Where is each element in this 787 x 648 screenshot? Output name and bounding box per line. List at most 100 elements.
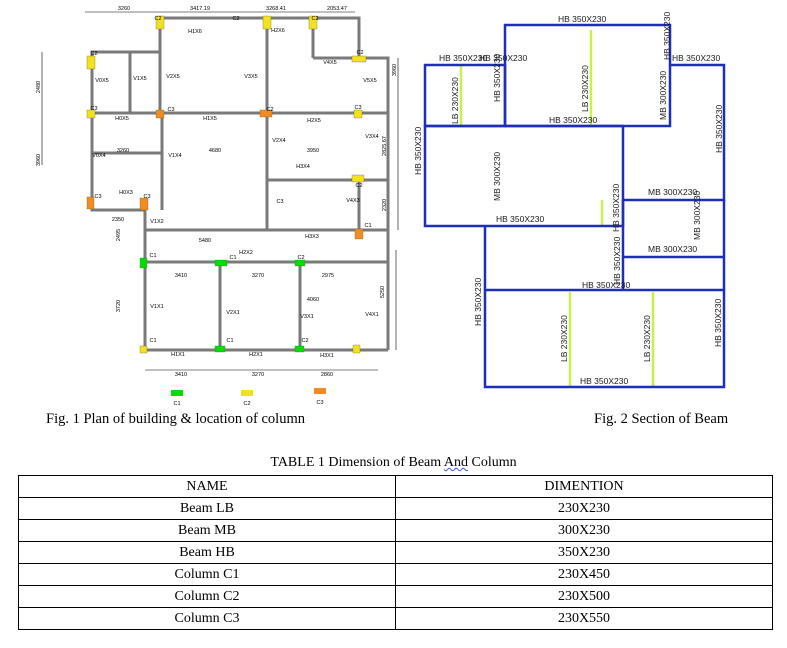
cell-dimention: 230X500 [395,585,773,608]
dim-mid: 3410 [175,273,187,279]
legend-swatch-c3 [314,388,326,394]
column-c3 [139,197,149,211]
column-label: C1 [226,338,233,344]
dim-mid: 3270 [252,372,264,378]
header-dimention: DIMENTION [395,475,773,498]
column-label: C2 [232,16,239,22]
legend-swatch-c1 [171,390,183,396]
column-c2 [86,55,96,70]
beam-label: H2X6 [271,28,285,34]
beam-section-label: HB 350X230 [713,299,723,347]
beam-label: V0X4 [92,153,105,159]
beam-label: V1X1 [150,304,163,310]
beam-section-label: HB 350X230 [714,105,724,153]
column-label: C1 [229,255,236,261]
column-label: C3 [276,199,283,205]
plan-column-labels: C2 C2 C2 C2 C2 C3 C3 C2 C3 C3 C2 C3 C3 C… [90,16,371,344]
beam-section-label: LB 230X230 [580,65,590,112]
beam-label: H2X5 [307,118,321,124]
table-caption-flagged-word: And [443,455,468,470]
beam-label: H0X3 [119,190,133,196]
cell-name: Column C3 [18,607,396,630]
dim-top: 3268.41 [266,6,286,12]
beam-label: H3X4 [296,164,310,170]
beam-label: H1X5 [203,116,217,122]
header-name: NAME [18,475,396,498]
column-label: C3 [354,105,361,111]
column-c3 [86,196,95,210]
dim-mid: 2350 [112,217,124,223]
column-c1 [214,345,226,353]
beam-label: V3X5 [244,74,257,80]
dim-mid: 3950 [307,148,319,154]
dim-right: 3960 [392,64,398,76]
column-label: C2 [90,51,97,57]
beam-labels: HB 350X230 HB 350X230 HB 350X230 HB 350X… [413,12,724,386]
beam-label: V2X1 [226,310,239,316]
column-c2 [86,109,96,119]
beam-section-label: HB 350X230 [612,237,622,285]
dim-mid: 2975 [322,273,334,279]
column-c3 [259,109,273,118]
beam-section-label: HB 350X230 [439,53,487,63]
cell-name: Beam LB [18,497,396,520]
table-row: Column C3 230X550 [18,607,773,630]
cell-dimention: 230X550 [395,607,773,630]
beam-section-label: HB 350X230 [479,53,527,63]
column-label: C1 [364,223,371,229]
cell-dimention: 300X230 [395,519,773,542]
table-row: Column C2 230X500 [18,585,773,608]
beam-label: V3X4 [365,134,378,140]
cell-name: Column C1 [18,563,396,586]
plan-columns [86,15,367,354]
column-c2 [155,15,165,30]
figure-1-caption: Fig. 1 Plan of building & location of co… [46,411,305,427]
beam-section-label: HB 350X230 [413,127,423,175]
beam-label: V4X3 [346,198,359,204]
beam-label: V2X4 [272,138,285,144]
beam-section-label: HB 350X230 [672,53,720,63]
column-c1 [294,259,306,267]
beam-section-label: LB 230X230 [450,77,460,124]
column-c2 [351,55,367,63]
beam-label: V4X5 [323,60,336,66]
beam-label: V5X5 [363,78,376,84]
beam-label: V2X5 [166,74,179,80]
column-c1 [294,345,305,353]
column-label: C3 [90,106,97,112]
column-c3 [354,228,364,240]
beam-section-label: HB 350X230 [611,184,621,232]
plan-dim-labels: 3260 3417.19 3268.41 2053.47 2480 3960 3… [36,6,398,378]
beam-lines-light [459,30,655,387]
dim-right: 5250 [380,286,386,298]
beam-label: V0X5 [95,78,108,84]
dimension-table: NAME DIMENTION Beam LB 230X230 Beam MB 3… [18,475,773,630]
beam-label: H1X6 [188,29,202,35]
beam-label: H3X1 [320,353,334,359]
beam-section-label: HB 350X230 [492,54,502,102]
beam-label: V1X5 [133,76,146,82]
table-caption-text-end: Column [467,455,517,470]
plan-dimension-lines [41,11,399,371]
column-label: C2 [154,16,161,22]
plan-walls [90,16,390,352]
beam-section-label: HB 350X230 [582,280,630,290]
legend-label-c3: C3 [316,400,323,406]
dim-mid: 5480 [199,238,211,244]
column-c1 [214,259,228,267]
dim-left: 2480 [36,81,42,93]
cell-dimention: 230X450 [395,563,773,586]
column-label: C2 [266,107,273,113]
column-c2 [353,109,363,119]
beam-section-label: HB 350X230 [558,14,606,24]
beam-section-label: MB 300X230 [648,187,697,197]
beam-label: V3X1 [300,314,313,320]
beam-section-label: HB 350X230 [496,214,544,224]
cell-name: Beam MB [18,519,396,542]
beam-label: H1X1 [171,352,185,358]
plan-legend: C1 C2 C3 [171,388,326,407]
column-c2 [352,344,361,354]
beam-label: H3X3 [305,234,319,240]
beam-lines-heavy [423,23,726,389]
dim-mid: 3270 [252,273,264,279]
